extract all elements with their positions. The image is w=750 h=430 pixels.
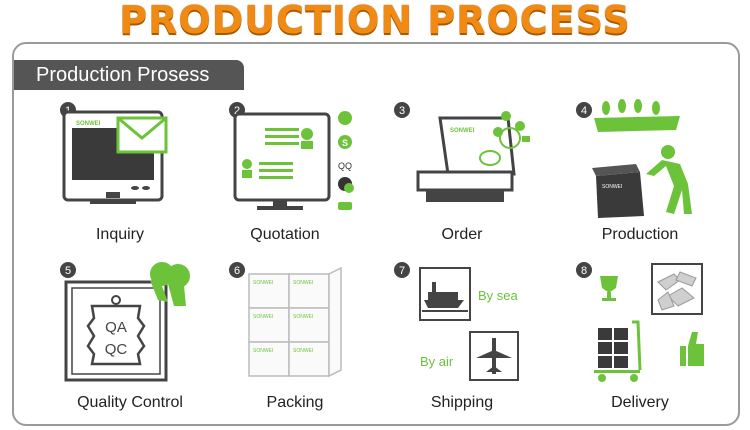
printer-icon: [416, 170, 514, 192]
step-inquiry: 1 SONWEI Inquiry: [50, 98, 230, 248]
by-air-label: By air: [420, 354, 454, 369]
cart-icon: [594, 320, 642, 382]
svg-text:S: S: [342, 138, 348, 148]
svg-text:4: 4: [581, 105, 587, 117]
team-icon: [493, 111, 530, 149]
step-label: Packing: [266, 394, 324, 411]
inspectors-icon: [150, 262, 190, 306]
svg-text:6: 6: [234, 265, 240, 277]
svg-text:5: 5: [65, 265, 71, 277]
step-label: Production: [601, 226, 679, 243]
step-delivery: 8 Delivery: [570, 262, 750, 414]
skype-icon: [338, 135, 352, 149]
step-production: 4 SONWEI Production: [570, 98, 750, 248]
plane-icon: [476, 338, 512, 374]
svg-text:SONWEI: SONWEI: [293, 314, 313, 320]
svg-text:SONWEI: SONWEI: [253, 280, 273, 286]
step-order: 3 SONWEI Order: [392, 98, 572, 248]
step-label: Order: [441, 226, 483, 243]
svg-text:SONWEI: SONWEI: [602, 184, 622, 190]
qq-icon: QQ: [338, 161, 352, 171]
svg-text:QA: QA: [105, 319, 127, 336]
svg-text:8: 8: [581, 265, 587, 277]
svg-text:7: 7: [399, 265, 405, 277]
step-quotation: 2 S QQ Quotation: [225, 98, 405, 248]
step-packing: 6 SONWEI SONWEI SONWEI SONWEI SONWEI SON…: [225, 262, 405, 414]
step-label: Quotation: [250, 226, 320, 243]
svg-text:SONWEI: SONWEI: [253, 314, 273, 320]
by-sea-label: By sea: [478, 288, 519, 303]
monitor-icon: [233, 112, 331, 202]
panel-header: Production Prosess: [14, 60, 244, 90]
leaves-icon: [594, 99, 680, 132]
step-label: Shipping: [430, 394, 494, 411]
person-icon: [301, 128, 313, 140]
teamwork-icon: [657, 271, 697, 311]
svg-text:SONWEI: SONWEI: [76, 121, 101, 127]
step-label: Quality Control: [77, 394, 183, 411]
page-title: PRODUCTION PROCESS: [119, 0, 631, 42]
envelope-icon: [116, 116, 168, 154]
svg-text:SONWEI: SONWEI: [450, 128, 475, 134]
svg-text:QC: QC: [105, 341, 128, 358]
ship-icon: [422, 282, 468, 312]
boxes-stack-icon: [248, 266, 342, 378]
step-label: Inquiry: [95, 226, 145, 243]
teamwork-frame-icon: [651, 263, 703, 315]
box-icon: SONWEI: [592, 164, 644, 218]
step-quality-control: 5 QA QC Quality Control: [50, 262, 230, 414]
qc-stamp-icon: [86, 304, 146, 366]
svg-text:2: 2: [234, 105, 240, 117]
step-shipping: 7 By sea By air Shipping: [392, 262, 572, 414]
worker-icon: [646, 145, 692, 214]
thumbs-up-icon: [680, 332, 704, 366]
trophy-icon: [600, 276, 618, 301]
phone-icon: [338, 202, 352, 210]
svg-text:3: 3: [399, 105, 405, 117]
svg-text:SONWEI: SONWEI: [253, 348, 273, 354]
svg-text:SONWEI: SONWEI: [293, 348, 313, 354]
svg-text:SONWEI: SONWEI: [293, 280, 313, 286]
step-label: Delivery: [611, 394, 669, 411]
chat-icon: [338, 111, 352, 125]
